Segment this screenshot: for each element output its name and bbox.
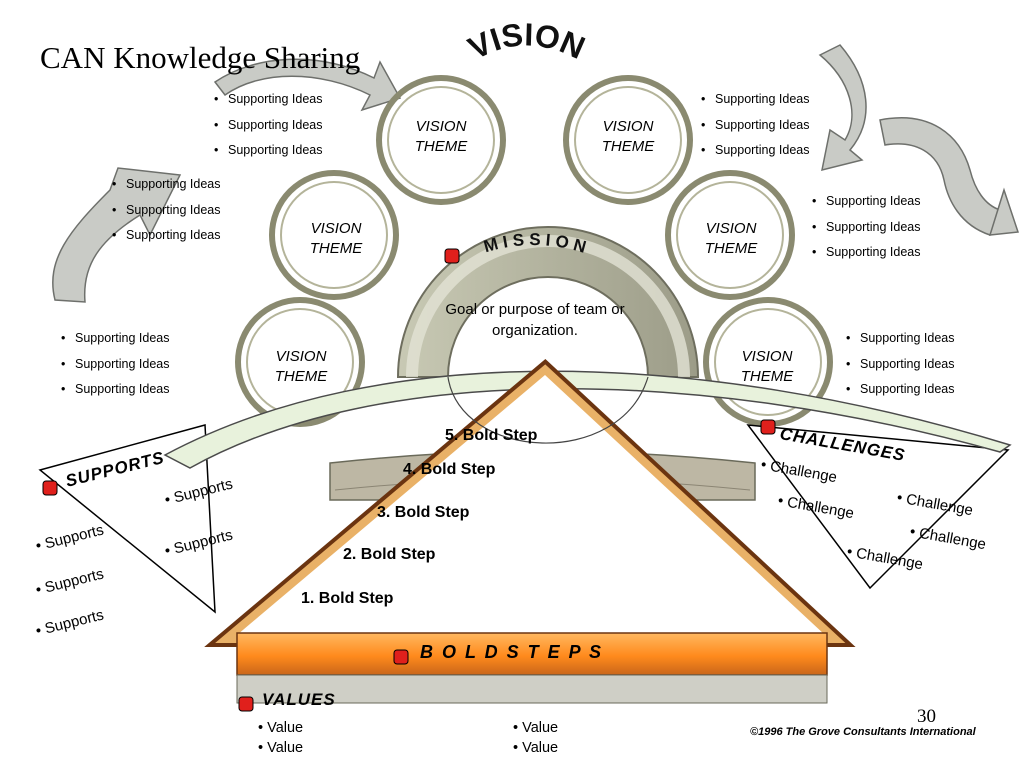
vision-theme-ring <box>376 75 506 205</box>
supporting-ideas-list-mid-left: Supporting Ideas Supporting Ideas Suppor… <box>112 172 221 249</box>
supporting-idea: Supporting Ideas <box>61 352 170 378</box>
value-item: • Value <box>258 740 304 756</box>
bold-step-3: 3. Bold Step <box>377 504 470 521</box>
supporting-idea: Supporting Ideas <box>701 138 810 164</box>
value-item: • Value <box>258 720 304 736</box>
supporting-idea: Supporting Ideas <box>112 223 221 249</box>
supporting-idea: Supporting Ideas <box>812 189 921 215</box>
supporting-idea: Supporting Ideas <box>61 326 170 352</box>
vision-theme-ring <box>665 170 795 300</box>
supports-panel <box>38 424 216 614</box>
mission-arch <box>396 226 700 378</box>
supporting-idea: Supporting Ideas <box>61 377 170 403</box>
vision-theme-ring <box>563 75 693 205</box>
mission-goal-text: Goal or purpose of team or organization. <box>445 301 625 339</box>
value-item: • Value <box>513 740 559 756</box>
arrow-top-left-icon <box>213 58 402 112</box>
bold-steps-marker-icon <box>393 649 409 665</box>
bold-step-4: 4. Bold Step <box>403 461 496 478</box>
supports-marker-icon <box>42 480 58 496</box>
supporting-idea: Supporting Ideas <box>701 113 810 139</box>
supporting-ideas-list-top-right: Supporting Ideas Supporting Ideas Suppor… <box>701 87 810 164</box>
supporting-idea: Supporting Ideas <box>846 352 955 378</box>
supporting-ideas-list-mid-right: Supporting Ideas Supporting Ideas Suppor… <box>812 189 921 266</box>
supporting-idea: Supporting Ideas <box>112 198 221 224</box>
supporting-idea: Supporting Ideas <box>812 240 921 266</box>
supporting-idea: Supporting Ideas <box>846 326 955 352</box>
mission-marker-icon <box>444 248 460 264</box>
values-marker-icon <box>238 696 254 712</box>
bold-steps-beam <box>236 632 828 704</box>
supporting-idea: Supporting Ideas <box>846 377 955 403</box>
challenges-marker-icon <box>760 419 776 435</box>
goal-arc <box>447 376 649 444</box>
values-header: VALUES <box>262 690 336 709</box>
arrow-top-right-icon <box>818 44 867 172</box>
bold-step-5: 5. Bold Step <box>445 427 538 444</box>
bold-step-1: 1. Bold Step <box>301 590 394 607</box>
challenges-panel <box>746 424 1010 590</box>
supporting-ideas-list-top-left: Supporting Ideas Supporting Ideas Suppor… <box>214 87 323 164</box>
canopy <box>163 370 1012 469</box>
supporting-idea: Supporting Ideas <box>214 138 323 164</box>
value-item: • Value <box>513 720 559 736</box>
arrow-right-icon <box>879 117 1020 236</box>
copyright-notice: ©1996 The Grove Consultants Internationa… <box>750 726 976 738</box>
page-number: 30 <box>917 706 936 727</box>
supporting-idea: Supporting Ideas <box>214 87 323 113</box>
supporting-ideas-list-low-left: Supporting Ideas Supporting Ideas Suppor… <box>61 326 170 403</box>
bold-steps-label: B O L D S T E P S <box>420 642 604 662</box>
supporting-idea: Supporting Ideas <box>812 215 921 241</box>
supporting-idea: Supporting Ideas <box>214 113 323 139</box>
bold-step-2: 2. Bold Step <box>343 546 436 563</box>
supporting-idea: Supporting Ideas <box>112 172 221 198</box>
supporting-ideas-list-low-right: Supporting Ideas Supporting Ideas Suppor… <box>846 326 955 403</box>
page-title: CAN Knowledge Sharing <box>40 40 361 75</box>
vision-theme-ring <box>269 170 399 300</box>
vision-word: VISION <box>462 16 590 66</box>
supporting-idea: Supporting Ideas <box>701 87 810 113</box>
